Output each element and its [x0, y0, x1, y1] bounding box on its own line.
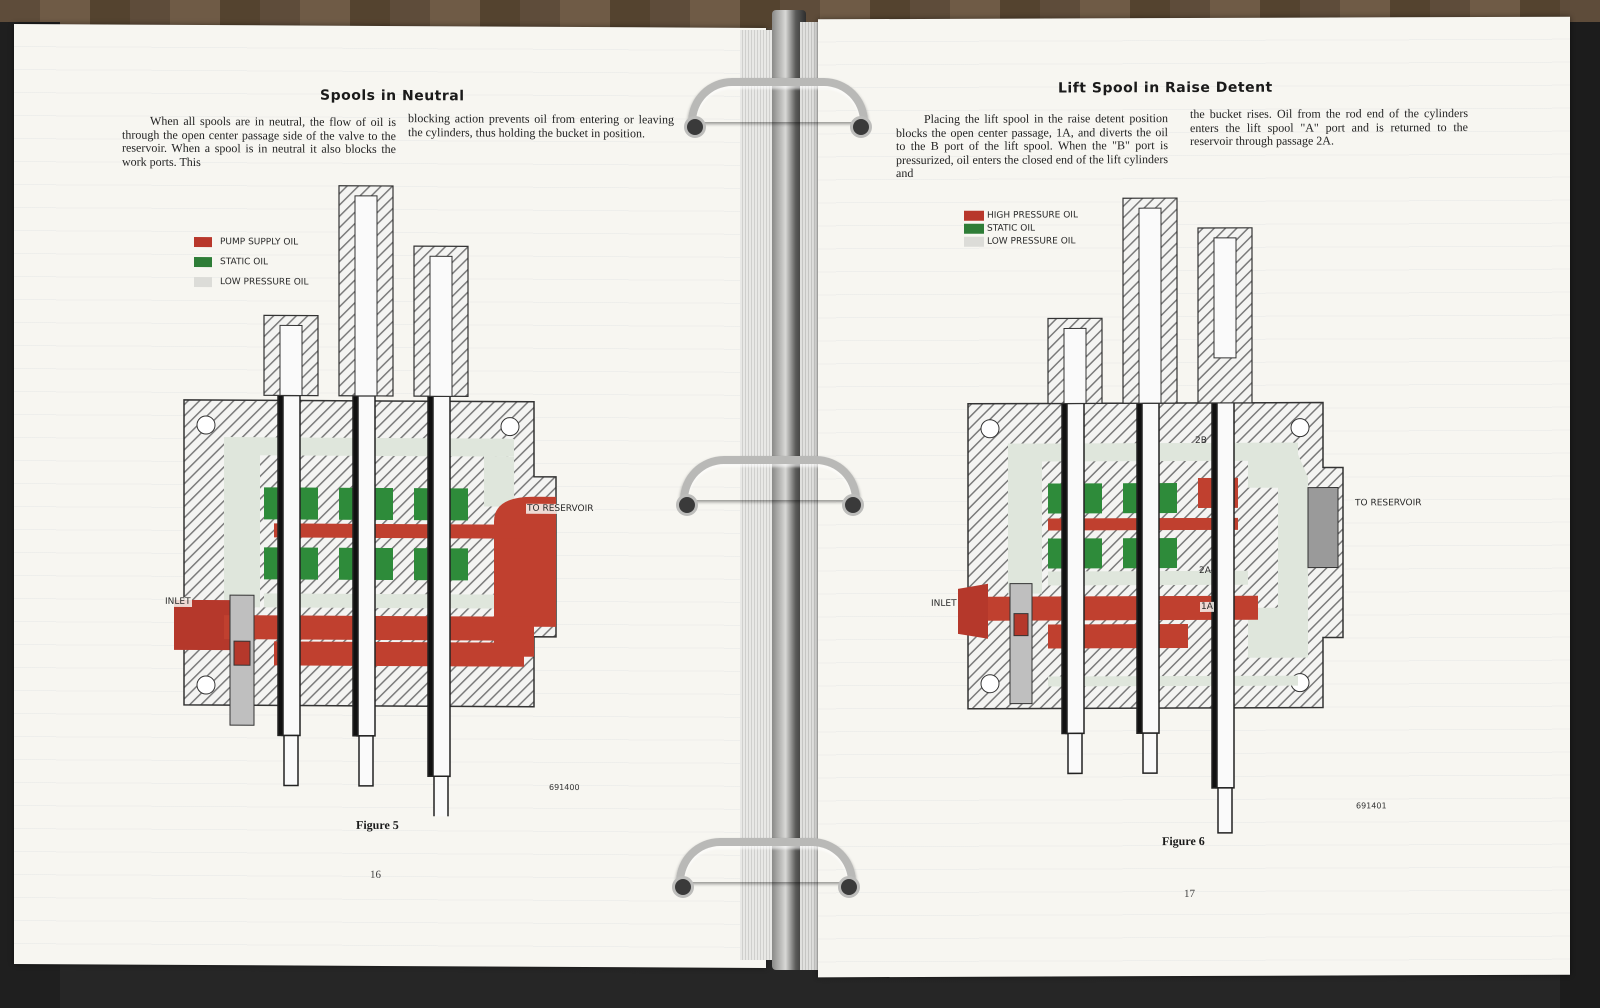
manual-page-16: Spools in Neutral When all spools are in…	[14, 24, 766, 968]
inlet-label: INLET	[930, 598, 958, 609]
valve-diagram-raise-detent	[958, 197, 1344, 834]
passage-2a-label: 2A	[1199, 565, 1211, 576]
page-number: 16	[370, 868, 381, 881]
page-title: Lift Spool in Raise Detent	[1058, 79, 1273, 97]
body-text-column-2: blocking action prevents oil from enteri…	[408, 111, 674, 140]
inlet-label: INLET	[164, 596, 192, 607]
binder-ring-middle	[676, 456, 864, 516]
manual-page-17: Lift Spool in Raise Detent Placing the l…	[818, 16, 1570, 978]
body-text-column-2: the bucket rises. Oil from the rod end o…	[1190, 106, 1468, 149]
passage-2b-label: 2B	[1195, 435, 1207, 446]
page-title: Spools in Neutral	[320, 87, 465, 105]
body-text-column-1: When all spools are in neutral, the flow…	[122, 113, 396, 169]
to-reservoir-label: TO RESERVOIR	[1354, 498, 1423, 509]
to-reservoir-label: TO RESERVOIR	[526, 503, 595, 515]
binder-ring-bottom	[672, 838, 860, 898]
valve-diagram-neutral	[174, 185, 557, 818]
figure-caption: Figure 5	[356, 817, 399, 833]
figure-caption: Figure 6	[1162, 833, 1205, 849]
page-number: 17	[1184, 887, 1195, 901]
binder-ring-top	[684, 78, 872, 138]
figure-id-number: 691400	[549, 782, 580, 792]
body-text-column-1: Placing the lift spool in the raise dete…	[896, 111, 1168, 181]
figure-id-number: 691401	[1356, 801, 1387, 811]
passage-1a-label: 1A	[1200, 601, 1214, 612]
